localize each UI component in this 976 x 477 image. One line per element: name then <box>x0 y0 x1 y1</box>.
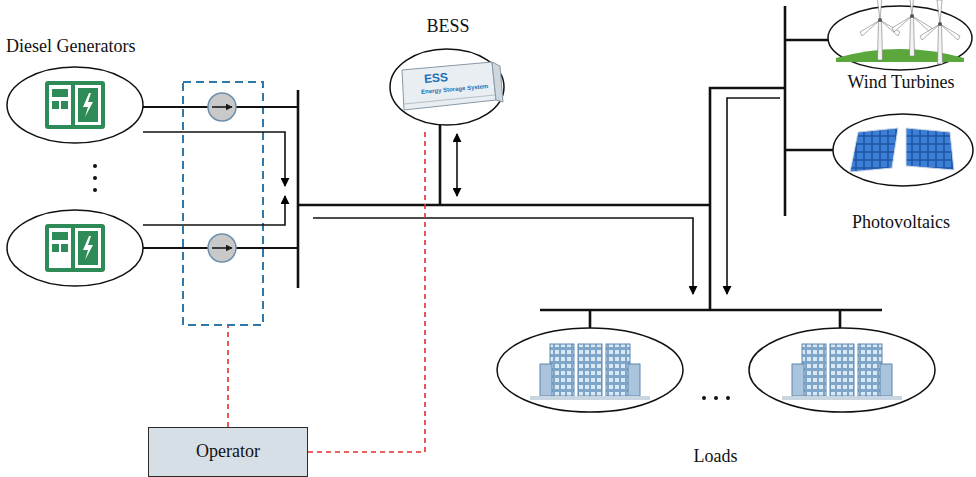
switch-symbol <box>208 93 236 262</box>
control-line <box>308 128 425 452</box>
switch-group-box <box>183 82 263 325</box>
generator-icon <box>45 81 105 129</box>
power-flow-arrow <box>313 98 780 294</box>
control-line <box>227 326 229 427</box>
bess-node: BESS <box>388 16 508 128</box>
power-flow-arrow <box>143 132 285 225</box>
pv-ellipse <box>833 114 973 186</box>
operator-box: Operator <box>148 427 308 477</box>
load-ellipse <box>749 328 935 412</box>
generator-feeders <box>143 107 298 248</box>
wind-ellipse <box>828 6 972 70</box>
load-ellipse <box>497 328 683 412</box>
node-label: BESS <box>426 16 469 38</box>
generator-node: Diesel Generators <box>6 36 148 146</box>
icon-caption: Energy Storage System <box>421 83 489 95</box>
node-label: Operator <box>196 441 260 463</box>
ellipsis-dots <box>702 396 730 400</box>
pv-node: Photovoltaics <box>828 110 974 234</box>
loads-node: Loads <box>493 326 938 468</box>
generator-ellipse <box>7 67 143 143</box>
node-label: Loads <box>694 446 738 468</box>
bess-ellipse <box>390 49 504 125</box>
wind-turbine-icon <box>836 0 964 64</box>
bus-bar <box>298 6 882 328</box>
building-icon <box>782 344 902 400</box>
bess-container-icon <box>402 62 503 110</box>
node-label: Diesel Generators <box>6 36 135 58</box>
icon-caption: ESS <box>424 71 449 85</box>
pv-panel-icon <box>850 128 954 172</box>
node-label: Photovoltaics <box>852 212 950 234</box>
building-icon <box>530 344 650 400</box>
generator-ellipse <box>7 210 143 286</box>
ellipsis-dots <box>93 164 97 192</box>
wind-node: Wind Turbines <box>828 2 974 94</box>
generator-icon <box>45 224 105 272</box>
node-label: Wind Turbines <box>848 72 955 94</box>
